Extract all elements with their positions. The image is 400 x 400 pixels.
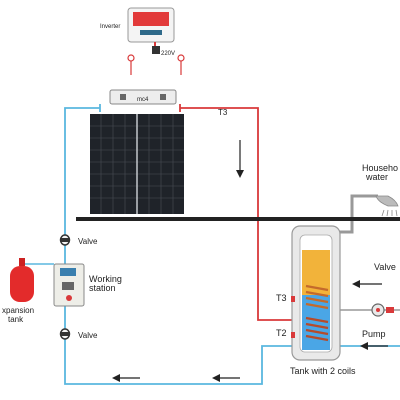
t3-pipe-label: T3 <box>218 108 228 117</box>
hot-pipe <box>180 107 292 321</box>
plug-icon <box>152 46 160 54</box>
inverter-label: Inverter <box>100 24 120 30</box>
expansion-tank-label-1: xpansion <box>2 306 34 315</box>
valve-bottom-label: Valve <box>78 331 98 340</box>
terminal-icon <box>177 54 185 62</box>
household-water-label-1: Househo <box>362 163 398 173</box>
flow-arrow-icon <box>352 280 382 288</box>
flow-arrow-icon <box>112 374 140 382</box>
tank-label: Tank with 2 coils <box>290 366 356 376</box>
valve-top-label: Valve <box>78 237 98 246</box>
valve-right-label: Valve <box>374 262 396 272</box>
lower-coil-icon <box>305 316 329 342</box>
expansion-tank-icon <box>10 258 34 302</box>
controller-box-icon <box>109 89 177 105</box>
sensor-t2-icon <box>291 332 295 338</box>
sensor-t3-icon <box>291 296 295 302</box>
pump-label: Pump <box>362 329 386 339</box>
terminal-icon <box>127 54 135 62</box>
t2-tank-label: T2 <box>276 328 287 338</box>
flow-arrow-icon <box>212 374 240 382</box>
flow-arrow-icon <box>360 342 388 350</box>
cold-pipe <box>64 107 292 385</box>
working-station-label-1: Working <box>89 274 122 284</box>
household-water-label-2: water <box>365 172 388 182</box>
pump-icon <box>371 303 394 317</box>
t3-tank-label: T3 <box>276 293 287 303</box>
working-station-label-2: station <box>89 283 116 293</box>
flow-arrow-icon <box>236 140 244 178</box>
expansion-tank-label-2: tank <box>8 315 24 324</box>
shower-head-icon <box>375 195 399 217</box>
upper-coil-icon <box>305 284 329 310</box>
valve-icon <box>59 234 71 246</box>
voltage-label: 220V <box>161 51 175 57</box>
inverter-icon <box>127 7 175 43</box>
controller-label: mc4 <box>137 97 149 103</box>
working-station-icon <box>53 263 85 307</box>
household-pipe <box>330 194 378 234</box>
valve-icon <box>59 328 71 340</box>
floor-line <box>76 217 400 221</box>
solar-panel-icon <box>90 114 184 214</box>
